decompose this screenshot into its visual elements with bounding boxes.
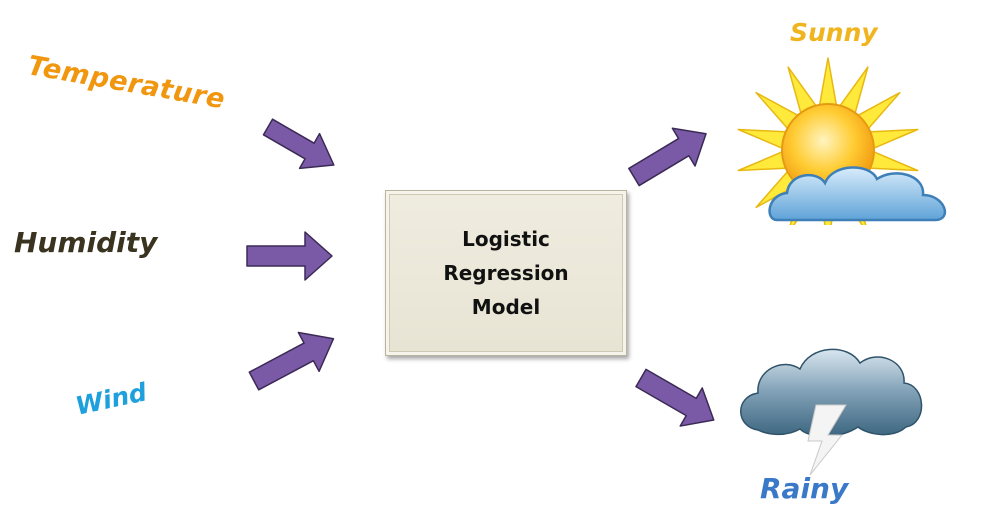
input-label-humidity: Humidity [14,226,158,259]
model-label-line-2: Regression [443,261,569,285]
sun-ray [737,128,789,150]
arrow-model-to-rainy [635,368,715,427]
arrow-model-to-sunny [628,127,707,187]
model-label-line-3: Model [471,295,541,319]
arrow-wind-to-model [248,331,335,391]
arrow-humidity-to-model [246,231,333,281]
sun-ray [867,150,919,172]
sun-ray [818,57,838,108]
output-label-sunny: Sunny [790,18,878,47]
sun-ray [737,150,789,172]
sun-ray [867,128,919,150]
logistic-regression-model-box: Logistic Regression Model [385,190,627,356]
arrow-temperature-to-model [262,118,335,170]
model-label-line-1: Logistic [462,227,550,251]
sun-behind-cloud-icon [737,57,947,225]
output-label-rainy: Rainy [760,472,849,505]
storm-cloud-icon [740,348,923,476]
